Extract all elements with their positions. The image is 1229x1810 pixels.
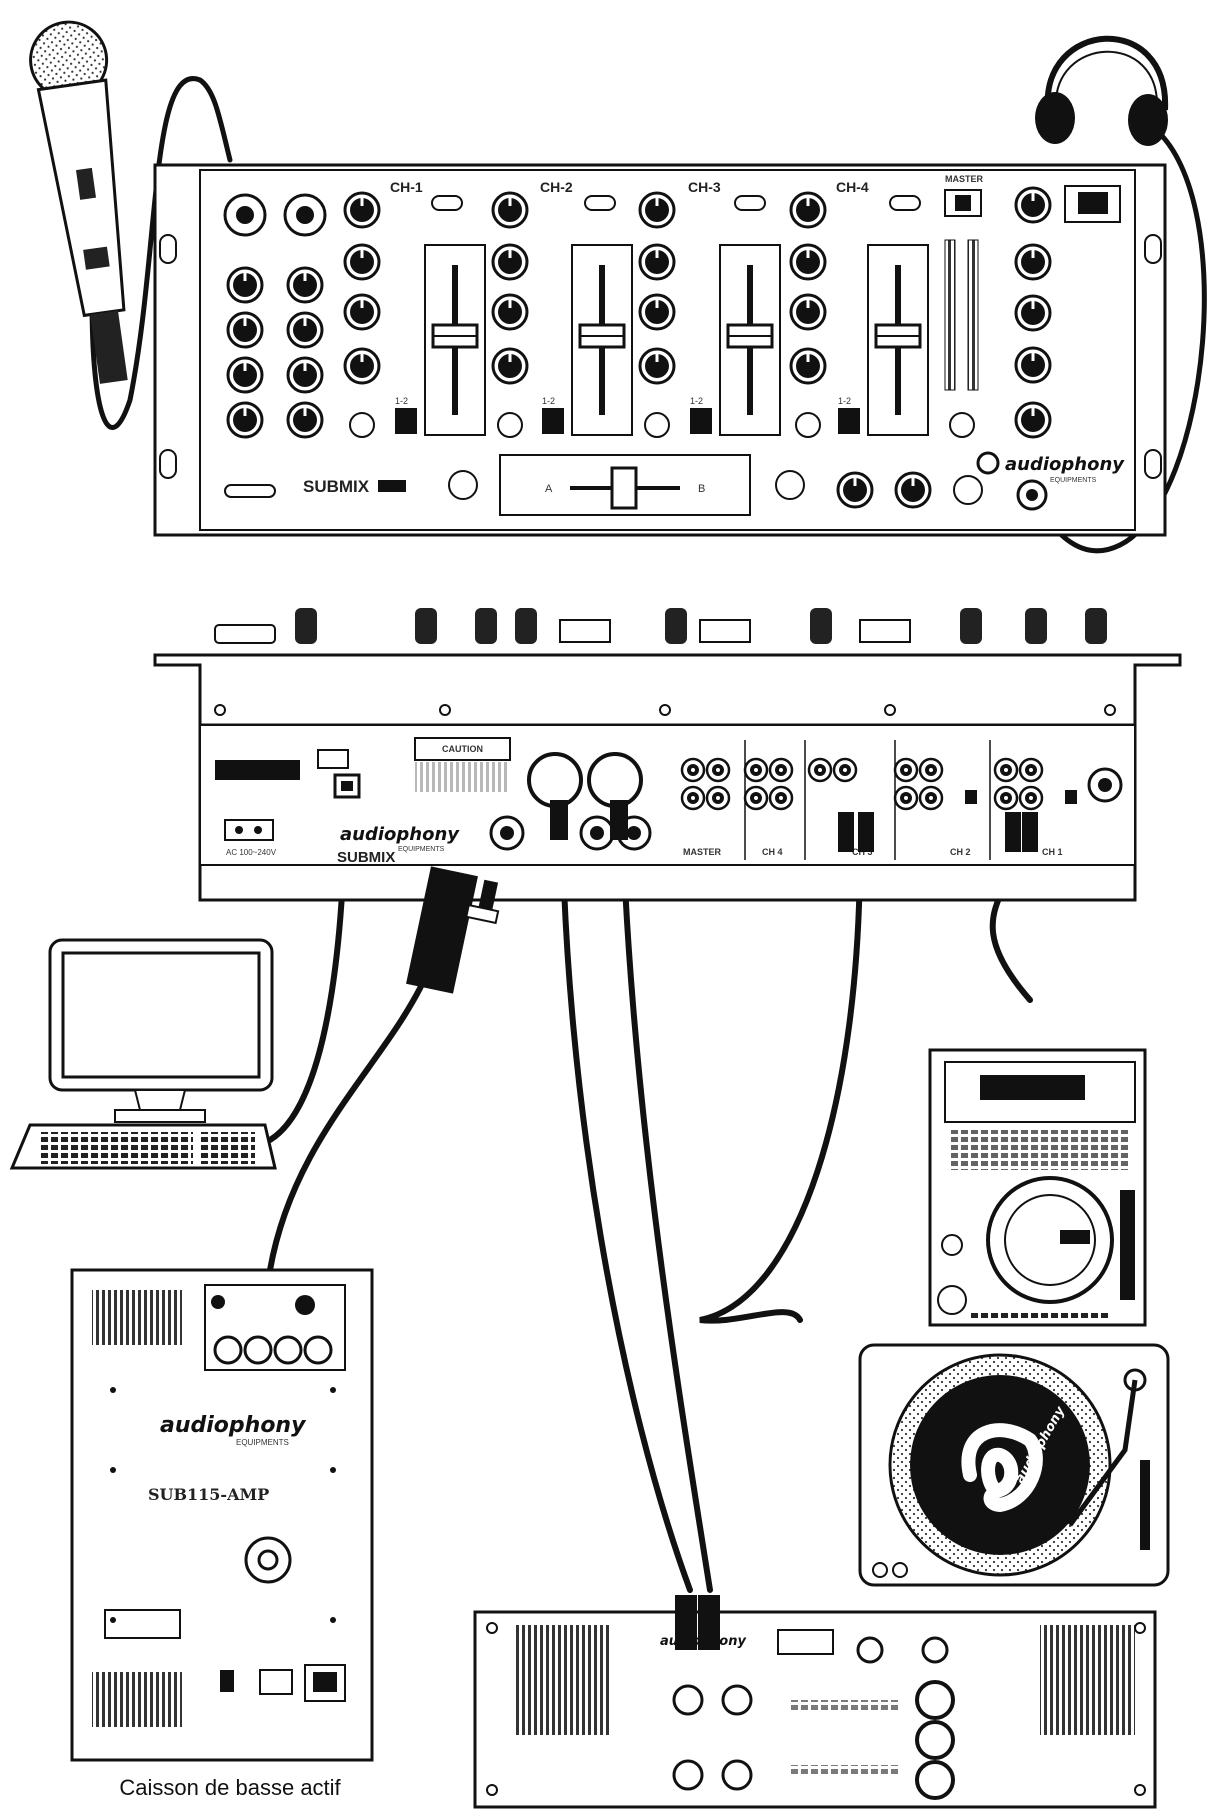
crossfader-b-label: B	[698, 483, 705, 495]
mixer-front-panel: CH-1 1-2 CH-2 1-2 CH-3 1-2 CH	[153, 163, 1167, 537]
master-label: MASTER	[945, 174, 984, 184]
channel-switch-label: 1-2	[838, 396, 851, 406]
xlr-cable-left	[559, 807, 693, 1593]
power-amplifier: audiophony	[473, 1595, 1157, 1809]
rear-section-label: CH 1	[1042, 847, 1063, 857]
channel-switch-label: 1-2	[395, 396, 408, 406]
crossfader-a-label: A	[545, 483, 553, 495]
channel-strip-2: CH-2 1-2	[491, 179, 634, 438]
channel-strip-3: CH-3 1-2	[638, 179, 782, 438]
mixer-rear-model: SUBMIX	[337, 849, 395, 866]
crossfader: A B	[499, 454, 751, 516]
subwoofer-brand-sub: EQUIPMENTS	[236, 1438, 289, 1447]
computer	[9, 938, 277, 1170]
master-section: MASTER audiophony EQUIPMENTS	[944, 174, 1125, 484]
power-label: AC 100~240V	[226, 848, 277, 857]
mixer-rear-brand-sub: EQUIPMENTS	[398, 846, 445, 853]
mixer-front-model: SUBMIX	[303, 477, 370, 496]
channel-strip-4: CH-4 1-2	[789, 179, 930, 438]
channel-label: CH-4	[836, 179, 869, 195]
channel-label: CH-2	[540, 179, 573, 195]
caution-text: CAUTION	[442, 744, 483, 754]
channel-strip-1: CH-1 1-2	[343, 179, 487, 438]
caution-label: CAUTION	[414, 737, 511, 792]
subwoofer: audiophony EQUIPMENTS SUB115-AMP	[70, 1268, 374, 1762]
mixer-front-brand: audiophony	[1005, 454, 1125, 475]
turntable-rca-cable	[699, 847, 863, 1324]
mixer-rear-brand: audiophony	[340, 824, 460, 845]
turntable: audiophony	[858, 1343, 1170, 1587]
channel-label: CH-3	[688, 179, 721, 195]
subwoofer-caption: Caisson de basse actif	[119, 1775, 341, 1800]
subwoofer-model: SUB115-AMP	[148, 1485, 269, 1504]
rear-section-label: CH 4	[762, 847, 783, 857]
channel-switch-label: 1-2	[690, 396, 703, 406]
subwoofer-brand: audiophony	[160, 1413, 307, 1438]
rear-section-label: MASTER	[683, 847, 722, 857]
channel-label: CH-1	[390, 179, 423, 195]
rear-section-label: CH 2	[950, 847, 971, 857]
mixer-front-brand-sub: EQUIPMENTS	[1050, 477, 1097, 484]
headphones	[1035, 35, 1169, 146]
cd-player	[928, 1048, 1147, 1327]
channel-switch-label: 1-2	[542, 396, 555, 406]
xlr-cable-right	[619, 807, 713, 1593]
microphone-cable	[89, 76, 233, 431]
microphone	[29, 20, 128, 384]
mixer-rear-panel: AC 100~240V CAUTION audiophony EQUIPMENT…	[153, 608, 1182, 994]
